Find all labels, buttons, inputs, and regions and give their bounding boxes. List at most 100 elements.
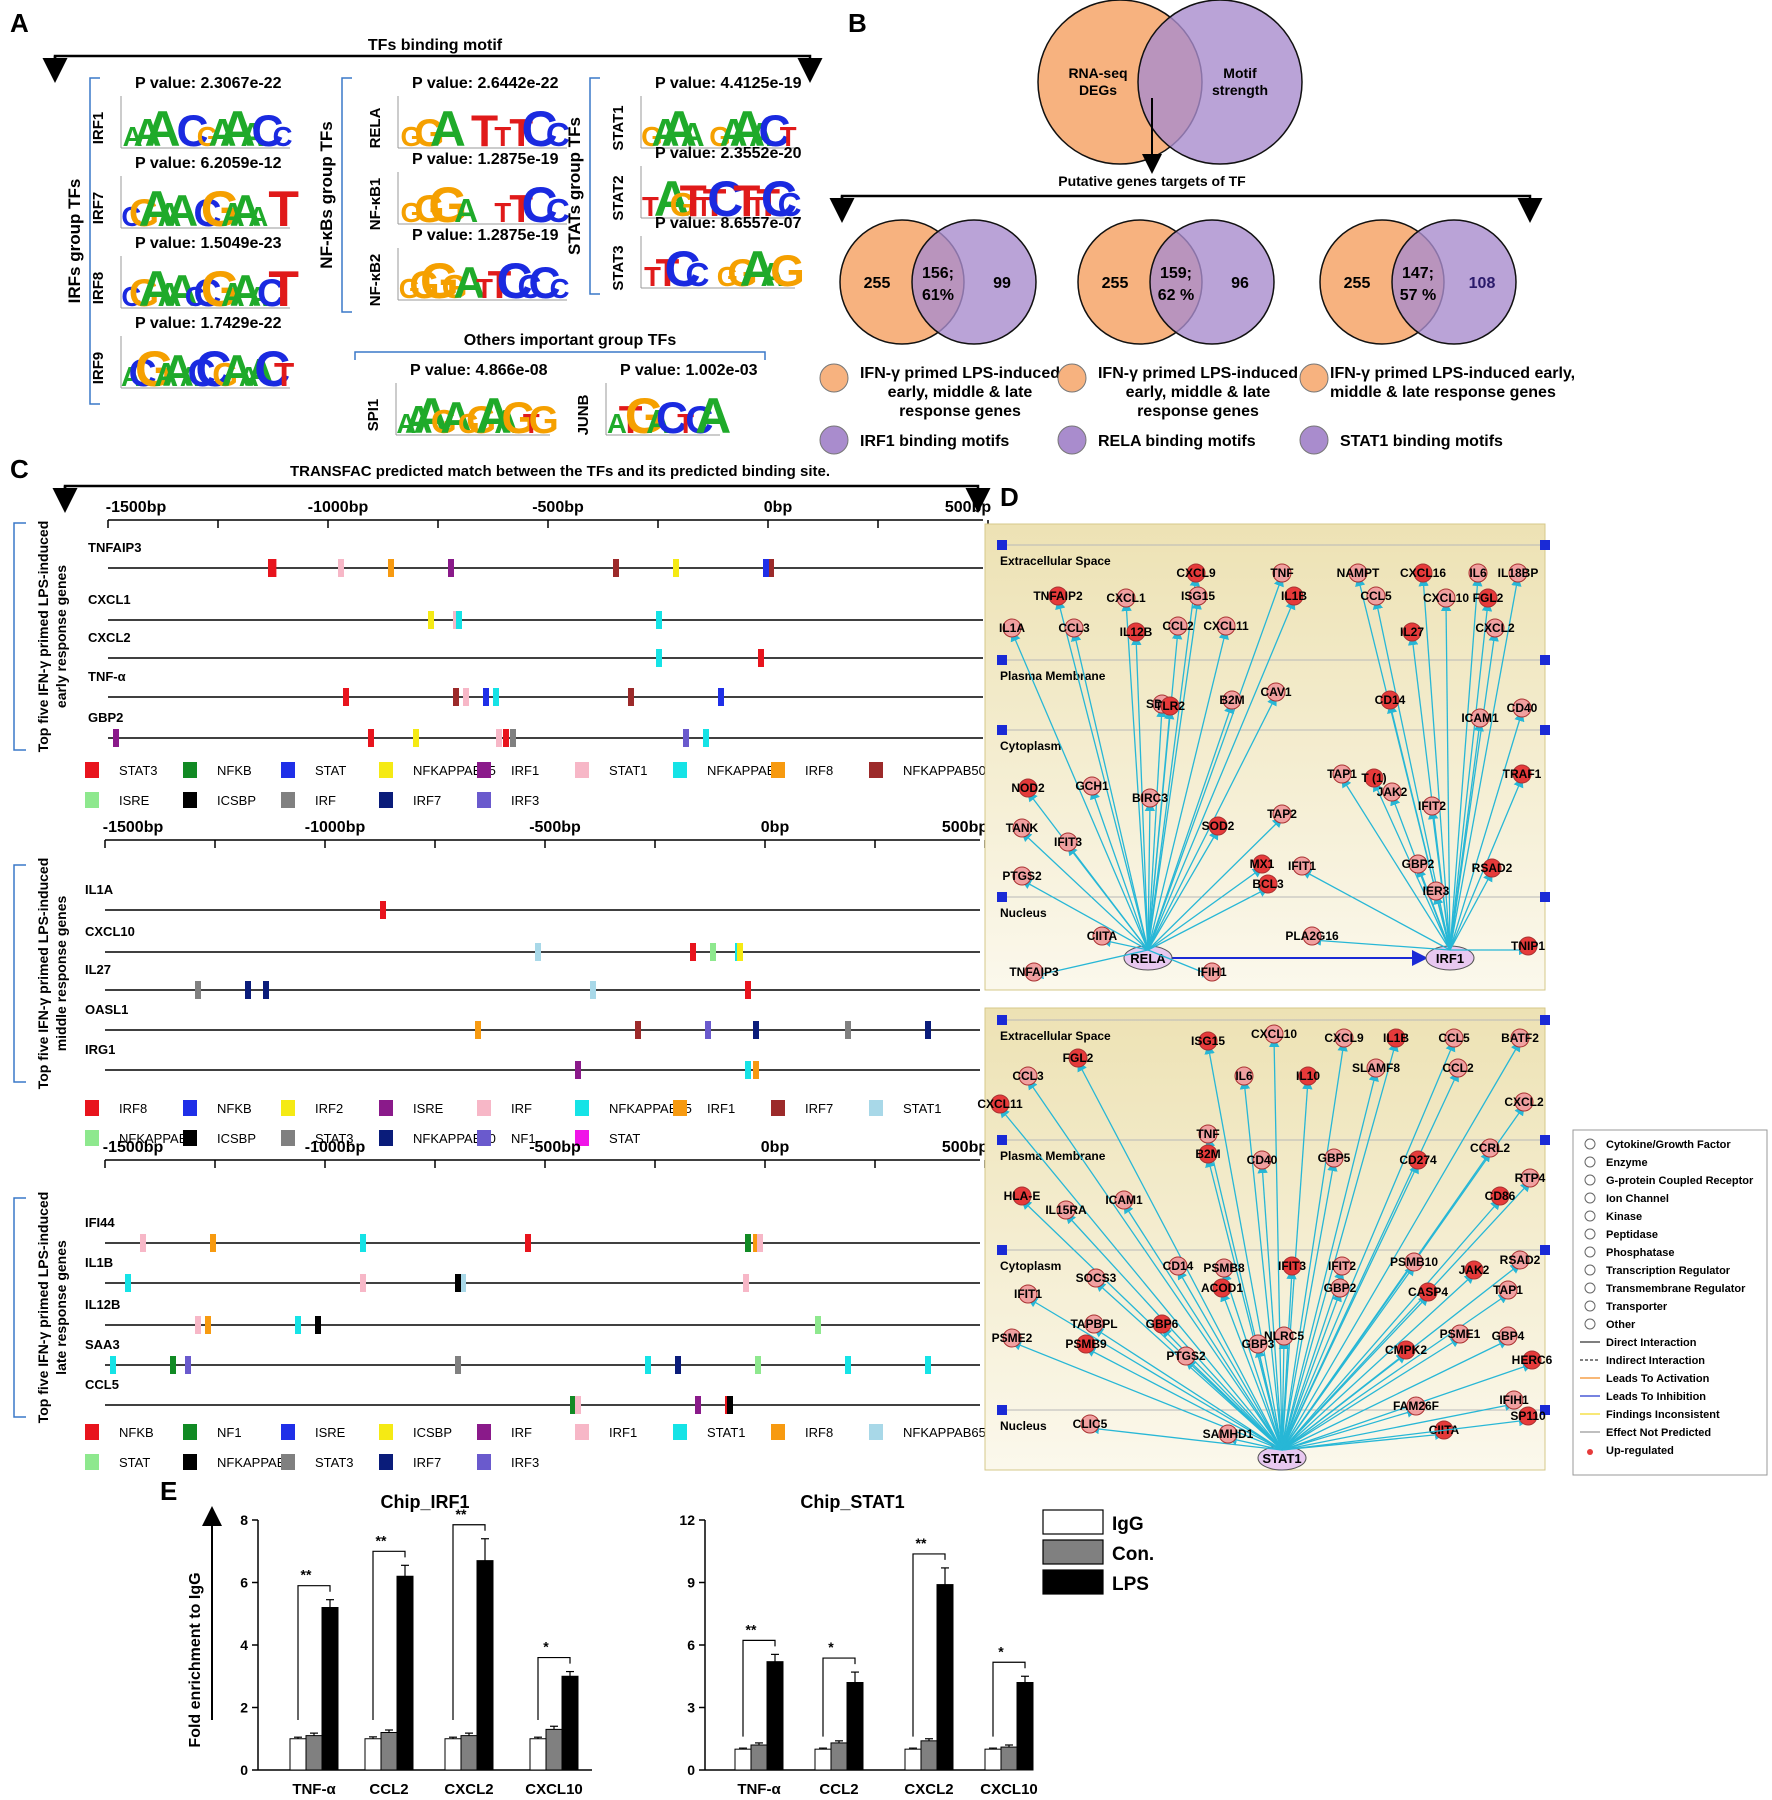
binding-site: [455, 1274, 461, 1292]
binding-site: [763, 559, 769, 577]
motif-letter: A: [607, 408, 627, 439]
gene-label: IL1B: [1281, 589, 1307, 603]
scale-tick-label: 500bp: [942, 819, 988, 836]
gene-node: [1274, 1326, 1294, 1346]
gene-node: [1208, 816, 1228, 836]
group-bracket: [589, 77, 600, 295]
x-tick-label: CCL2: [819, 1781, 858, 1798]
legend-swatch: [85, 1100, 99, 1116]
legend-label: STAT: [609, 1131, 640, 1146]
interaction-edge: [1032, 949, 1149, 980]
binding-site: [456, 611, 462, 629]
gene-node: [1188, 586, 1208, 606]
gene-label: CXCL16: [1400, 566, 1446, 580]
legend-swatch: [379, 792, 393, 808]
gene-node: [1508, 563, 1528, 583]
side-label: middle response genes: [53, 895, 69, 1051]
binding-site: [125, 1274, 131, 1292]
x-tick-label: CXCL10: [525, 1781, 583, 1798]
legend-swatch: [281, 792, 295, 808]
legend-swatch: [869, 762, 883, 778]
interaction-edge: [1147, 628, 1229, 951]
legend-swatch: [281, 1424, 295, 1440]
gene-node: [1482, 858, 1502, 878]
compartment-label: Cytoplasm: [1000, 739, 1061, 753]
significance-mark: **: [746, 1621, 757, 1637]
legend-item-label: Findings Inconsistent: [1606, 1409, 1720, 1421]
interaction-edge: [1281, 1040, 1456, 1451]
motif-pvalue: P value: 4.866e-08: [410, 362, 548, 379]
interaction-edge: [1239, 1078, 1283, 1451]
legend-label: ICSBP: [217, 1131, 256, 1146]
significance-mark: *: [543, 1639, 549, 1655]
legend-swatch: [673, 762, 687, 778]
bar-igg: [444, 1738, 462, 1771]
venn-overlap-percent: 61%: [922, 287, 954, 304]
gene-label: CXCL2: [1504, 1095, 1544, 1109]
legend-purple-dot: [1299, 425, 1329, 455]
gene-node: [1413, 563, 1433, 583]
significance-bracket: [742, 1639, 776, 1737]
interaction-edge: [1281, 1295, 1429, 1451]
compartment-label: Plasma Membrane: [1000, 669, 1106, 683]
bar-lps: [561, 1675, 579, 1771]
motif-letter: G: [197, 121, 218, 152]
gene-node: [1140, 788, 1160, 808]
gene-name: TNFAIP3: [88, 540, 141, 555]
gene-node: [1024, 962, 1044, 982]
gene-node: [1258, 874, 1278, 894]
gene-label: IL10: [1296, 1069, 1320, 1083]
venn-purple-circle: [1391, 219, 1517, 345]
gene-node: [1002, 1328, 1022, 1348]
interaction-edge: [1449, 575, 1483, 951]
interaction-edge: [1147, 828, 1219, 951]
binding-site: [463, 688, 469, 706]
gene-label: CXCL2: [1475, 621, 1515, 635]
legend-label: IRF7: [413, 793, 441, 808]
compartment-marker: [1540, 1405, 1550, 1415]
interaction-edge: [1449, 720, 1484, 951]
gene-node: [1266, 682, 1286, 702]
gene-label: PLA2G16: [1285, 929, 1339, 943]
gene-label: SOD2: [1202, 819, 1235, 833]
compartment-marker: [997, 725, 1007, 735]
legend-swatch: [771, 1424, 785, 1440]
legend-shape-icon: [1584, 1318, 1596, 1330]
gene-label: CD14: [1375, 693, 1406, 707]
binding-site: [745, 981, 751, 999]
interaction-edge: [1100, 936, 1149, 951]
gene-node: [1002, 618, 1022, 638]
legend-label: STAT1: [609, 763, 648, 778]
others-bracket: [354, 351, 766, 360]
legend-label: NFKAPPAB50: [413, 1131, 496, 1146]
interaction-edge: [1281, 1040, 1399, 1451]
motif-letter: T: [696, 191, 713, 222]
legend-swatch: [477, 1100, 491, 1116]
gene-node: [1116, 588, 1136, 608]
gene-node: [1334, 1028, 1354, 1048]
motif-pvalue: P value: 2.6442e-22: [412, 75, 559, 92]
significance-mark: **: [456, 1506, 467, 1522]
motif-letter: A: [396, 408, 416, 439]
gene-label: CD40: [1247, 1153, 1278, 1167]
legend-orange-text: IFN-γ primed LPS-induced early,: [1330, 365, 1575, 382]
binding-site: [413, 729, 419, 747]
group-bracket: [341, 77, 352, 313]
gene-label: CIITA: [1087, 929, 1118, 943]
interaction-edge: [1281, 1353, 1408, 1451]
gene-node: [1284, 586, 1304, 606]
gene-label: PSMB9: [1065, 1337, 1107, 1351]
binding-site: [525, 1234, 531, 1252]
venn-overlap-count: 159;: [1160, 265, 1192, 282]
legend-shape-icon: [1584, 1246, 1596, 1258]
gene-name: IL12B: [85, 1297, 120, 1312]
interaction-edge: [1088, 1423, 1283, 1451]
binding-site: [360, 1274, 366, 1292]
gene-label: GBP6: [1146, 1317, 1179, 1331]
interaction-edge: [1147, 575, 1284, 951]
compartment-marker: [997, 1405, 1007, 1415]
binding-site: [675, 1356, 681, 1374]
interaction-edge: [1092, 1327, 1283, 1451]
